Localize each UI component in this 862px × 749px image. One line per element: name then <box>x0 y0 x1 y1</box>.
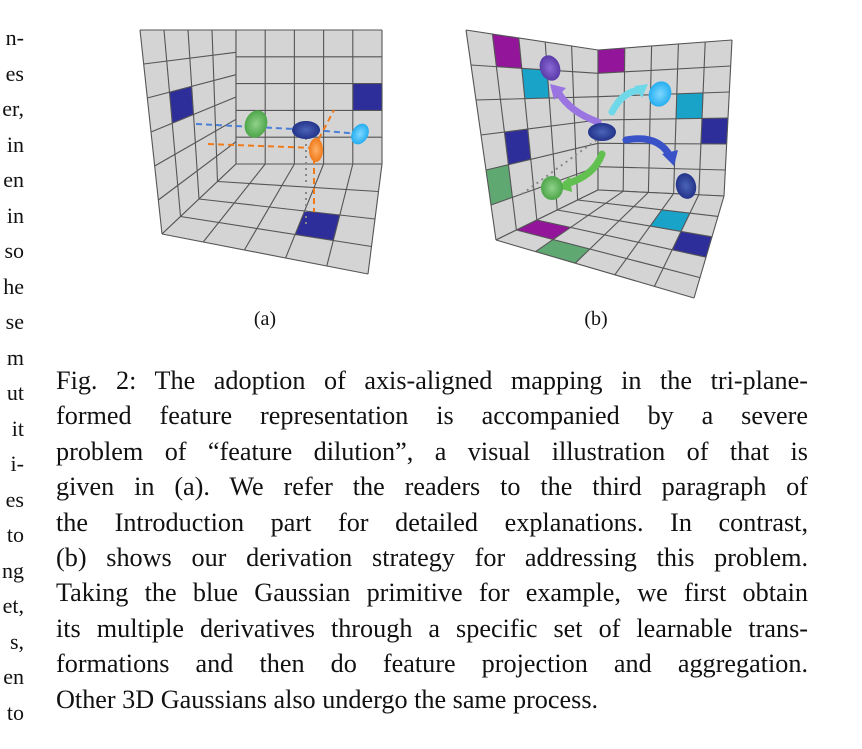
left-column-fragment: et, <box>2 593 24 618</box>
grid-line <box>557 209 713 238</box>
grid-cell-highlight <box>352 83 382 111</box>
arrow-head <box>662 150 678 166</box>
projection-line <box>313 129 361 135</box>
grid-cell-highlight <box>676 92 704 119</box>
grid-line <box>161 233 369 275</box>
grid-line <box>465 29 599 51</box>
grid-cell-highlight <box>521 68 550 99</box>
arrow-head <box>634 84 648 98</box>
grid-line <box>143 51 237 65</box>
purple-gaussian <box>539 55 561 81</box>
orange-gaussian <box>309 138 323 162</box>
left-column-fragment: to <box>6 522 24 547</box>
grid-line <box>480 119 599 136</box>
left-column-fragment: m <box>6 344 24 370</box>
caption-line: given in (a). We refer the readers to th… <box>56 472 808 502</box>
grid-line <box>150 96 237 133</box>
grid-line <box>577 199 719 217</box>
left-column-fragment: i- <box>10 451 24 476</box>
green-gaussian <box>244 110 268 138</box>
caption-line: Other 3D Gaussians also undergo the same… <box>56 684 599 714</box>
grid-line <box>597 189 725 197</box>
grid-cell-highlight <box>672 231 712 258</box>
grid-line <box>495 189 599 241</box>
grid-line <box>516 229 701 279</box>
caption-line: Fig. 2: The adoption of axis-aligned map… <box>56 366 808 395</box>
figure-caption: Fig. 2: The adoption of axis-aligned map… <box>56 363 808 717</box>
figure-panel-a <box>139 29 383 275</box>
left-column-fragment: in <box>6 131 24 157</box>
grid-cell-highlight <box>504 129 531 165</box>
grid-line <box>614 193 675 276</box>
blue-derivative-gaussian <box>675 173 697 199</box>
left-column-fragment: ng <box>2 557 24 583</box>
grid-line <box>147 74 237 99</box>
left-column-fragment: se <box>5 309 24 334</box>
projection-line <box>207 143 315 149</box>
grid-line <box>653 194 700 287</box>
grid-line <box>597 166 726 171</box>
grid-line <box>597 65 731 74</box>
left-column-fragment: es <box>5 60 24 86</box>
grid-line <box>198 198 376 220</box>
grid-line <box>693 195 725 299</box>
green-gaussian <box>541 176 563 200</box>
grid-line <box>485 142 599 171</box>
blue-gaussian <box>292 121 320 139</box>
left-column-fragment: he <box>3 273 24 299</box>
caption-line: formations and then do feature projectio… <box>56 649 808 679</box>
back-wall <box>236 30 382 164</box>
left-column-fragment: it <box>11 415 24 441</box>
blue-gaussian <box>588 123 616 141</box>
left-column-fragment: en <box>3 664 24 689</box>
left-column-fragment: n- <box>5 27 24 50</box>
grid-line <box>535 190 624 253</box>
purple-arrow <box>554 88 602 126</box>
caption-line: Taking the blue Gaussian primitive for e… <box>56 578 808 608</box>
cyan-gaussian <box>648 81 672 107</box>
left-column-fragment: er, <box>2 96 24 121</box>
cyan-gaussian <box>351 123 369 145</box>
left-column-fragment: in <box>6 202 24 228</box>
left-column-fragment: ut <box>6 380 24 405</box>
caption-line: (b) shows our derivation strategy for ad… <box>56 542 808 572</box>
caption-line: formed feature representation is accompa… <box>56 401 808 431</box>
subcaption-b: (b) <box>584 308 608 330</box>
grid-line <box>495 239 695 299</box>
grid-cell-highlight <box>700 118 728 144</box>
caption-line: problem of “feature dilution”, a visual … <box>56 436 808 466</box>
grid-line <box>158 141 237 201</box>
grid-line <box>217 180 379 193</box>
caption-line: the Introduction part for detailed expla… <box>56 507 808 537</box>
left-column-text: n-es er, in en in so he se m ut it i-es to ng et, s, en t… <box>0 27 26 749</box>
caption-line: its multiple derivatives through a speci… <box>56 613 808 643</box>
left-column-fragment: s, <box>9 628 24 654</box>
left-column-fragment: es <box>5 486 24 512</box>
grid-cell-highlight <box>650 209 690 232</box>
grid-cell-highlight <box>486 164 513 205</box>
grid-line <box>470 64 599 74</box>
projection-line <box>521 135 603 195</box>
subcaption-a: (a) <box>253 308 277 330</box>
figure-panel-b <box>465 29 733 299</box>
left-column-fragment: so <box>4 238 24 263</box>
back-wall <box>598 40 732 196</box>
arrow-head <box>550 84 566 100</box>
grid-cell-highlight <box>492 34 522 69</box>
projection-line <box>313 109 335 149</box>
grid-line <box>597 117 729 121</box>
floor-plane <box>162 164 382 274</box>
left-column-fragment: en <box>3 167 24 192</box>
left-column-fragment: to <box>6 699 24 725</box>
grid-line <box>180 215 372 248</box>
grid-line <box>475 96 599 101</box>
grid-cell-highlight <box>598 48 625 74</box>
grid-cell-highlight <box>535 239 590 264</box>
grid-cell-highlight <box>169 86 194 124</box>
grid-line <box>597 39 733 51</box>
grid-line <box>536 219 707 258</box>
grid-cell-highlight <box>295 211 340 241</box>
grid-line <box>154 118 237 167</box>
grid-line <box>574 192 649 264</box>
